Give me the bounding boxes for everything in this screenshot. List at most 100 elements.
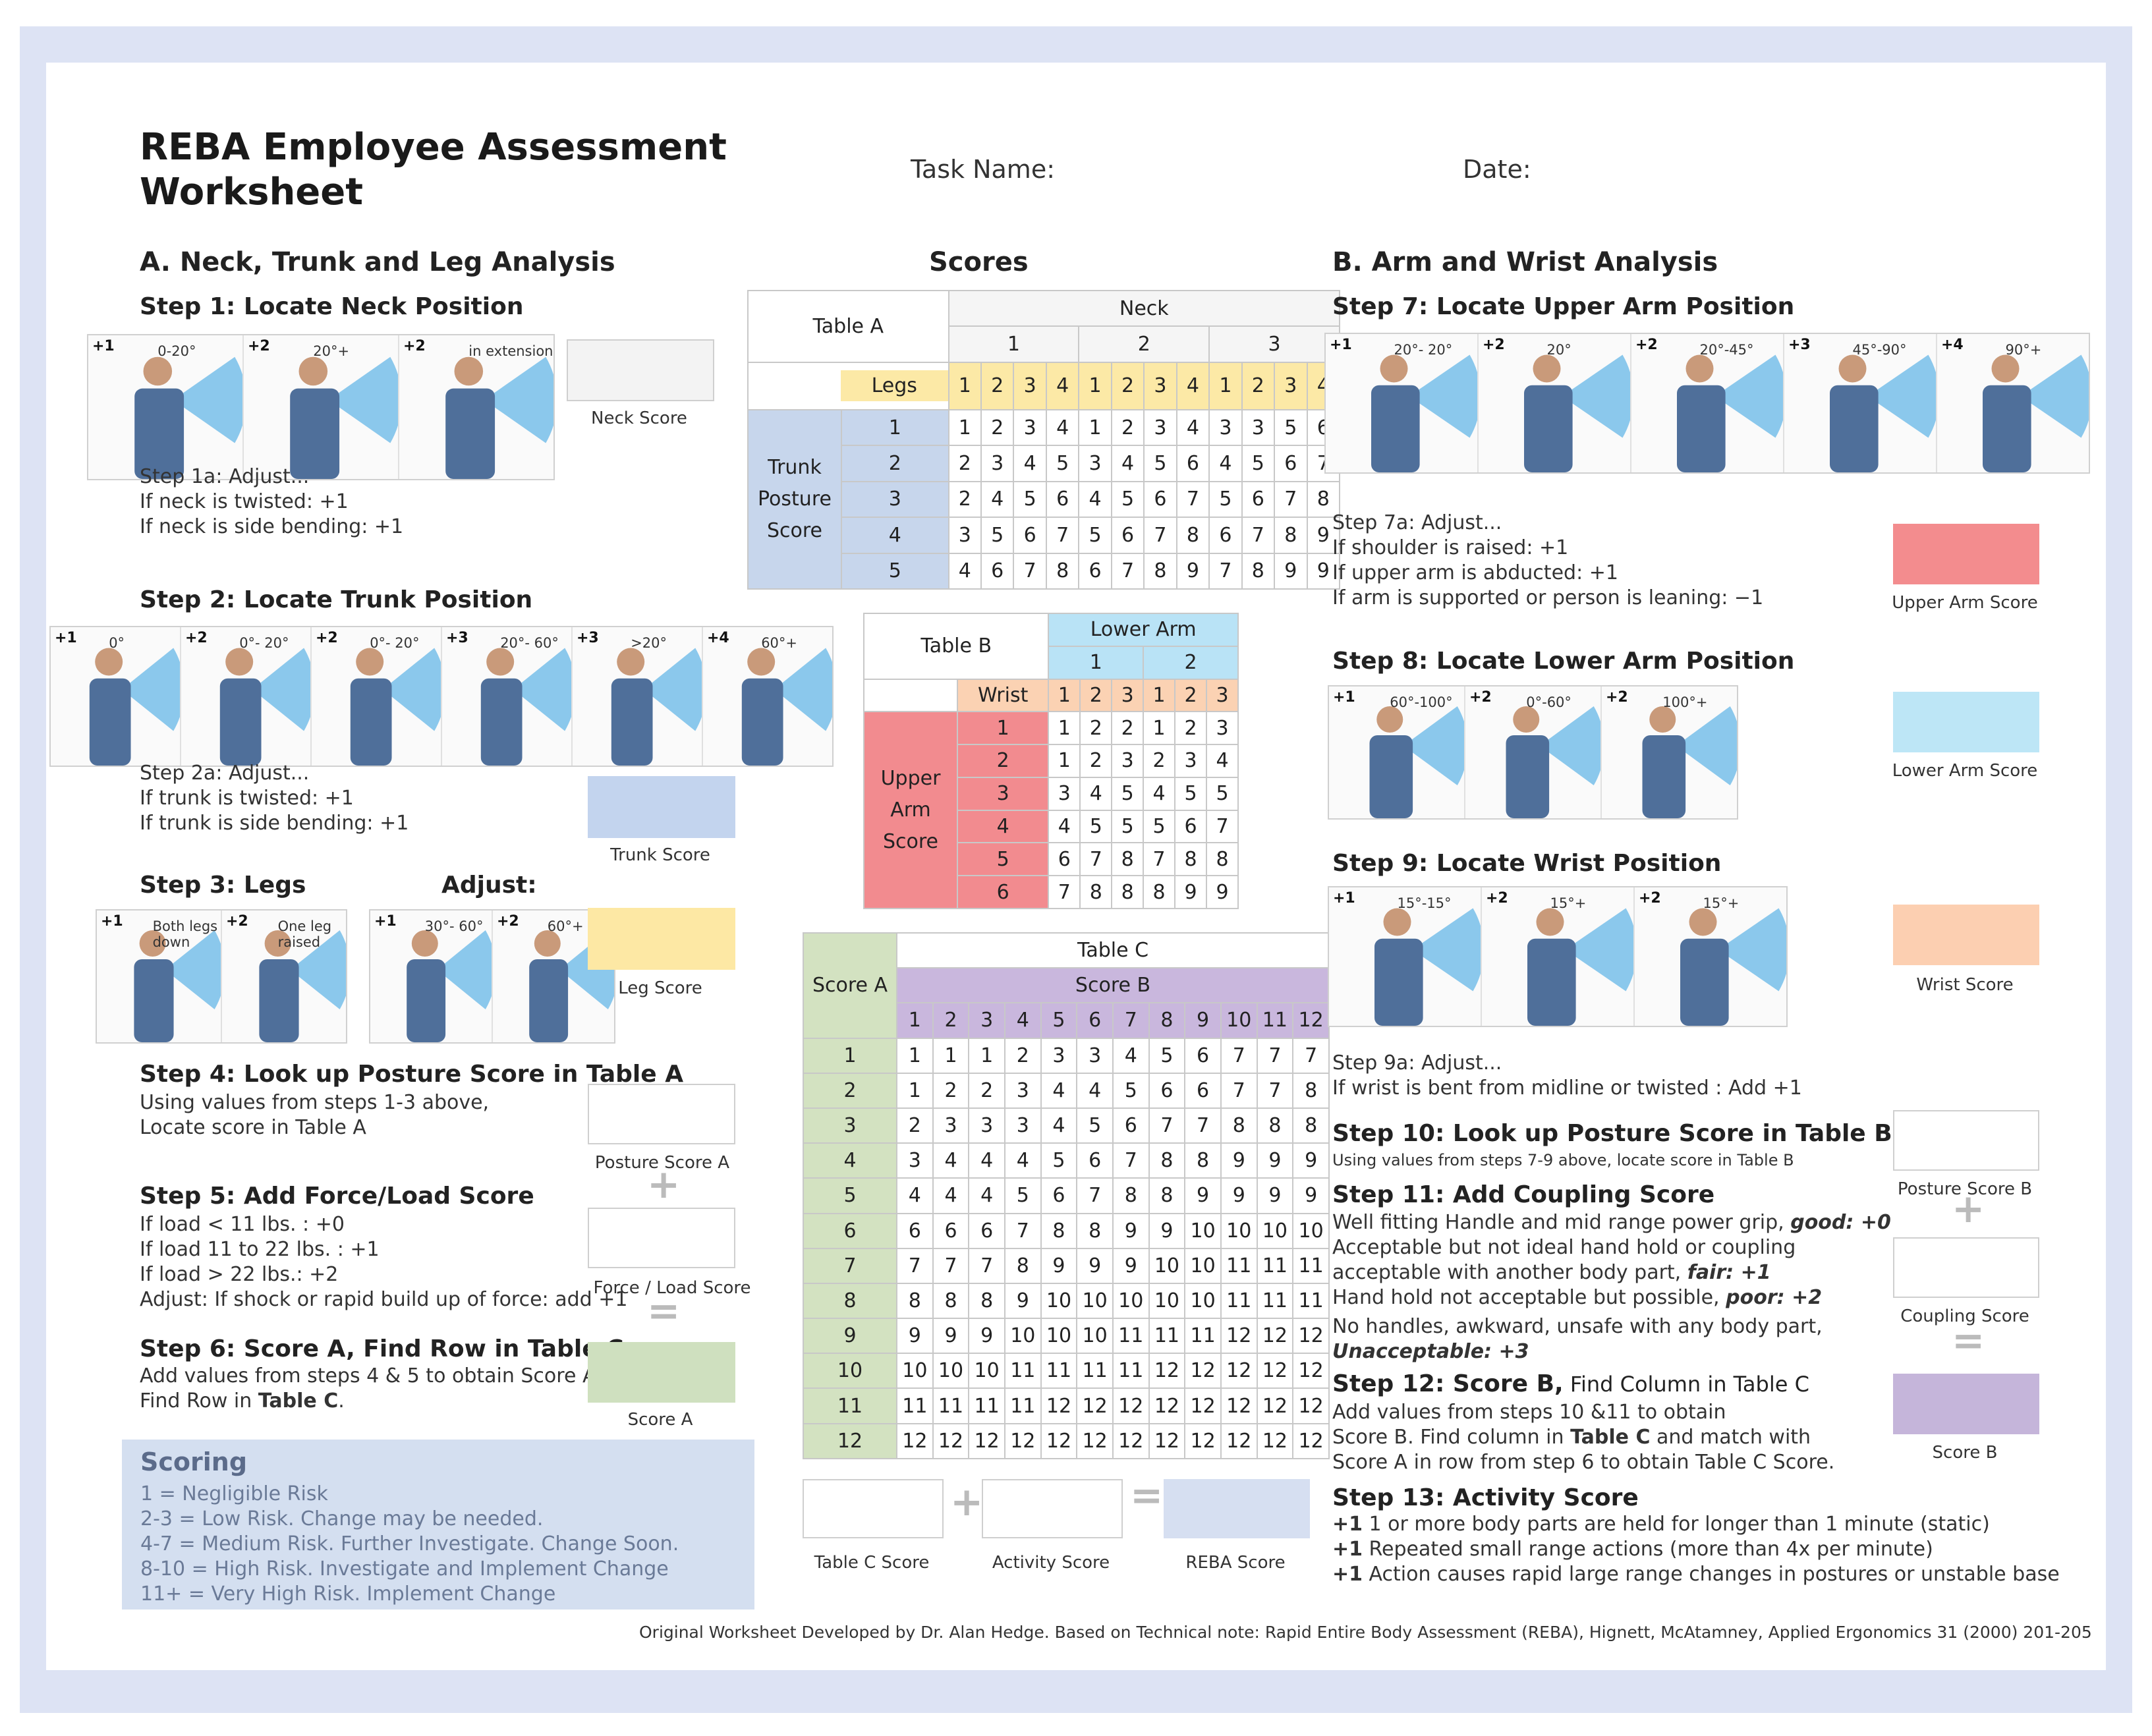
figure-score: +1 <box>92 338 115 354</box>
lower-arm-score-box[interactable] <box>1893 692 2039 752</box>
table-a-cell: 6 <box>1045 480 1080 518</box>
table-a-cell: 5 <box>1241 445 1276 482</box>
table-c-cell: 3 <box>1004 1107 1042 1144</box>
trunk-value: 2 <box>841 445 949 482</box>
scores-title: Scores <box>929 247 1029 277</box>
table-b-cell: 3 <box>1205 711 1239 746</box>
score-a-value: 12 <box>803 1422 897 1460</box>
table-c-cell: 9 <box>1256 1142 1294 1179</box>
legs-value: 3 <box>1143 361 1177 410</box>
leg-score-box[interactable] <box>588 908 735 970</box>
table-c-cell: 11 <box>1292 1282 1330 1320</box>
person-figure-icon <box>407 930 492 1042</box>
score-a-box[interactable] <box>588 1342 735 1403</box>
step1a-line: Step 1a: Adjust... <box>140 465 310 488</box>
figure-score: +1 <box>1333 890 1355 907</box>
person-figure-icon <box>1830 354 1936 472</box>
wrist-value: 2 <box>1174 678 1207 713</box>
figure-angle: 60°-100° <box>1390 694 1453 710</box>
step11-text-part: Hand hold not acceptable but possible, <box>1332 1286 1726 1309</box>
table-c-cell: 1 <box>896 1037 934 1074</box>
table-c-cell: 6 <box>1184 1037 1222 1074</box>
step4-line: Using values from steps 1-3 above, <box>140 1091 490 1114</box>
neck-score-box[interactable] <box>567 339 714 401</box>
table-c-cell: 9 <box>1292 1177 1330 1214</box>
table-c-cell: 12 <box>1184 1422 1222 1460</box>
posture-score-b-box[interactable] <box>1893 1110 2039 1171</box>
figure-score: +2 <box>1483 337 1505 353</box>
score-a-value: 4 <box>803 1142 897 1179</box>
score-b-value: 4 <box>1004 1002 1042 1039</box>
score-a-value: 11 <box>803 1387 897 1424</box>
wrist-score-box[interactable] <box>1893 905 2039 965</box>
table-c-cell: 8 <box>1292 1072 1330 1109</box>
force-load-score-box[interactable] <box>588 1208 735 1268</box>
table-c-cell: 12 <box>1292 1422 1330 1460</box>
table-c-cell: 11 <box>968 1387 1005 1424</box>
score-a-value: 10 <box>803 1353 897 1389</box>
score-b-label: Score B <box>1932 1443 1998 1463</box>
upper-arm-score-box[interactable] <box>1893 524 2039 584</box>
step9a-adjust: Step 9a: Adjust... If wrist is bent from… <box>1332 1051 1802 1101</box>
figure-angle: 60°+ <box>547 918 584 934</box>
person-figure-icon <box>350 648 441 766</box>
activity-score-box[interactable] <box>982 1479 1123 1538</box>
coupling-score-box[interactable] <box>1893 1237 2039 1298</box>
posture-score-a-box[interactable] <box>588 1084 735 1144</box>
score-a-value: 6 <box>803 1212 897 1249</box>
step5-text: If load < 11 lbs. : +0 If load 11 to 22 … <box>140 1212 627 1312</box>
score-b-value: 7 <box>1112 1002 1150 1039</box>
table-c-cell: 10 <box>1076 1282 1114 1320</box>
person-figure-icon <box>1524 354 1630 472</box>
neck-value: 3 <box>1208 325 1340 363</box>
table-c-cell: 6 <box>1076 1142 1114 1179</box>
table-c-cell: 7 <box>1256 1037 1294 1074</box>
person-figure-icon <box>219 648 310 766</box>
coupling-unacceptable: Unacceptable: +3 <box>1332 1340 1529 1363</box>
person-figure-icon <box>1527 908 1633 1026</box>
step12-line: Add values from steps 10 &11 to obtain <box>1332 1401 1726 1424</box>
step2a-line: Step 2a: Adjust... <box>140 762 310 785</box>
equals-sign: = <box>1952 1318 1985 1364</box>
table-c-cell: 8 <box>896 1282 934 1320</box>
table-b-cell: 7 <box>1205 809 1239 844</box>
step12-text-part: Score B. Find column in <box>1332 1426 1571 1449</box>
score-b-box[interactable] <box>1893 1374 2039 1434</box>
trunk-score-box[interactable] <box>588 776 735 838</box>
plus-sign: + <box>950 1479 984 1525</box>
activity-text: 1 or more body parts are held for longer… <box>1363 1513 1990 1536</box>
step7-title: Step 7: Locate Upper Arm Position <box>1332 293 1795 320</box>
reba-score-box[interactable] <box>1164 1479 1310 1538</box>
table-c-cell: 4 <box>968 1177 1005 1214</box>
neck-score-label: Neck Score <box>591 408 687 428</box>
table-c-score-box[interactable] <box>803 1479 944 1538</box>
table-a-cell: 6 <box>980 552 1015 590</box>
activity-points: +1 <box>1332 1538 1363 1561</box>
table-c-cell: 5 <box>1112 1072 1150 1109</box>
table-c-cell: 4 <box>896 1177 934 1214</box>
wrist-value: 3 <box>1111 678 1145 713</box>
table-a-cell: 2 <box>1110 408 1145 447</box>
legs-value: 2 <box>980 361 1015 410</box>
step13-title: Step 13: Activity Score <box>1332 1484 1639 1511</box>
person-figure-icon <box>134 930 221 1042</box>
table-c-cell: 6 <box>896 1212 934 1249</box>
figure-score: +3 <box>577 630 599 646</box>
table-a-cell: 3 <box>1013 408 1047 447</box>
person-figure-icon <box>290 356 398 479</box>
table-a-cell: 4 <box>980 480 1015 518</box>
